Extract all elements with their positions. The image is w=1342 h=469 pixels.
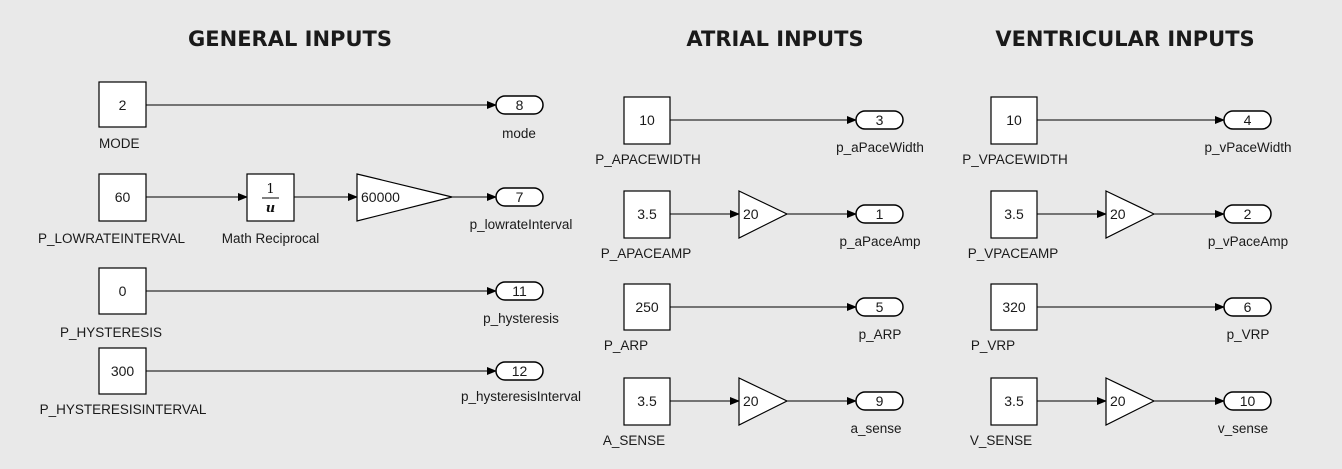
constant-block-hysteresis-interval[interactable]: 300 bbox=[98, 347, 147, 395]
constant-block-vrp[interactable]: 320 bbox=[990, 283, 1038, 331]
constant-value: 300 bbox=[111, 363, 135, 379]
reciprocal-numerator: 1 bbox=[266, 182, 274, 197]
outport-number: 9 bbox=[876, 393, 884, 409]
constant-value: 250 bbox=[635, 299, 659, 315]
constant-block-apacewidth[interactable]: 10 bbox=[623, 96, 671, 145]
constant-label-apaceamp: P_APACEAMP bbox=[601, 246, 692, 261]
outport-label-vpaceamp: p_vPaceAmp bbox=[1208, 234, 1288, 249]
outport-number: 1 bbox=[876, 206, 884, 222]
constant-label-hysteresis: P_HYSTERESIS bbox=[60, 325, 162, 340]
constant-label-lowrate: P_LOWRATEINTERVAL bbox=[38, 231, 186, 246]
section-title-atrial: ATRIAL INPUTS bbox=[686, 27, 863, 51]
outport-label-arp: p_ARP bbox=[859, 327, 902, 342]
outport-arp[interactable]: 5 bbox=[855, 297, 904, 317]
outport-apacewidth[interactable]: 3 bbox=[855, 110, 904, 130]
outport-apaceamp[interactable]: 1 bbox=[855, 204, 904, 224]
constant-value: 0 bbox=[119, 283, 127, 299]
gain-block-lowrate[interactable]: 60000 bbox=[356, 173, 453, 222]
gain-value: 20 bbox=[743, 206, 759, 222]
outport-vpacewidth[interactable]: 4 bbox=[1223, 110, 1272, 130]
constant-label-mode: MODE bbox=[99, 136, 140, 151]
constant-value: 3.5 bbox=[637, 206, 657, 222]
constant-value: 320 bbox=[1002, 299, 1026, 315]
constant-value: 3.5 bbox=[637, 393, 657, 409]
outport-number: 8 bbox=[516, 97, 524, 113]
outport-label-apaceamp: p_aPaceAmp bbox=[839, 234, 920, 249]
constant-label-vsense: V_SENSE bbox=[970, 433, 1032, 448]
gain-block-asense[interactable]: 20 bbox=[738, 377, 789, 426]
outport-label-vsense: v_sense bbox=[1218, 421, 1268, 436]
outport-number: 2 bbox=[1244, 206, 1252, 222]
gain-block-vpaceamp[interactable]: 20 bbox=[1105, 190, 1156, 239]
gain-block-vsense[interactable]: 20 bbox=[1105, 377, 1156, 426]
constant-value: 3.5 bbox=[1004, 393, 1024, 409]
constant-value: 10 bbox=[639, 112, 655, 128]
gain-value: 60000 bbox=[361, 189, 400, 205]
outport-hysteresis[interactable]: 11 bbox=[495, 281, 544, 301]
outport-number: 5 bbox=[876, 299, 884, 315]
constant-label-asense: A_SENSE bbox=[603, 433, 665, 448]
outport-label-asense: a_sense bbox=[850, 421, 901, 436]
constant-label-arp: P_ARP bbox=[604, 338, 648, 353]
outport-label-vrp: p_VRP bbox=[1227, 327, 1270, 342]
constant-value: 2 bbox=[119, 97, 127, 113]
math-reciprocal-block[interactable]: 1 u bbox=[246, 173, 295, 222]
constant-label-vrp: P_VRP bbox=[971, 338, 1015, 353]
constant-value: 3.5 bbox=[1004, 206, 1024, 222]
outport-asense[interactable]: 9 bbox=[855, 391, 904, 411]
constant-block-asense[interactable]: 3.5 bbox=[623, 377, 671, 426]
constant-block-lowrate[interactable]: 60 bbox=[98, 173, 147, 222]
outport-label-vpacewidth: p_vPaceWidth bbox=[1204, 140, 1291, 155]
constant-label-vpacewidth: P_VPACEWIDTH bbox=[962, 152, 1068, 167]
outport-number: 7 bbox=[516, 189, 524, 205]
outport-number: 6 bbox=[1244, 299, 1252, 315]
constant-label-apacewidth: P_APACEWIDTH bbox=[595, 152, 701, 167]
outport-hysteresis-interval[interactable]: 12 bbox=[495, 361, 544, 381]
constant-value: 60 bbox=[115, 189, 131, 205]
outport-label-lowrate: p_lowrateInterval bbox=[470, 217, 573, 232]
outport-number: 4 bbox=[1244, 112, 1252, 128]
constant-label-vpaceamp: P_VPACEAMP bbox=[968, 246, 1059, 261]
gain-value: 20 bbox=[743, 393, 759, 409]
gain-value: 20 bbox=[1110, 393, 1126, 409]
outport-label-mode: mode bbox=[502, 126, 536, 141]
constant-block-hysteresis[interactable]: 0 bbox=[98, 267, 147, 315]
outport-vsense[interactable]: 10 bbox=[1223, 391, 1272, 411]
constant-block-vpaceamp[interactable]: 3.5 bbox=[990, 190, 1038, 239]
gain-block-apaceamp[interactable]: 20 bbox=[738, 190, 789, 239]
outport-mode[interactable]: 8 bbox=[495, 95, 544, 115]
outport-label-hysteresis: p_hysteresis bbox=[483, 311, 559, 326]
constant-value: 10 bbox=[1006, 112, 1022, 128]
outport-number: 3 bbox=[876, 112, 884, 128]
outport-label-hysteresis-interval: p_hysteresisInterval bbox=[461, 389, 581, 404]
constant-block-vsense[interactable]: 3.5 bbox=[990, 377, 1038, 426]
constant-block-apaceamp[interactable]: 3.5 bbox=[623, 190, 671, 239]
constant-label-hysteresis-interval: P_HYSTERESISINTERVAL bbox=[40, 402, 207, 417]
outport-vpaceamp[interactable]: 2 bbox=[1223, 204, 1272, 224]
outport-lowrate[interactable]: 7 bbox=[495, 187, 544, 207]
outport-vrp[interactable]: 6 bbox=[1223, 297, 1272, 317]
reciprocal-denominator: u bbox=[266, 201, 275, 216]
reciprocal-label: Math Reciprocal bbox=[222, 231, 320, 246]
outport-number: 10 bbox=[1240, 393, 1256, 409]
constant-block-vpacewidth[interactable]: 10 bbox=[990, 96, 1038, 145]
constant-block-arp[interactable]: 250 bbox=[623, 283, 671, 331]
constant-block-mode[interactable]: 2 bbox=[98, 81, 147, 128]
outport-number: 12 bbox=[512, 363, 528, 379]
outport-label-apacewidth: p_aPaceWidth bbox=[836, 140, 924, 155]
outport-number: 11 bbox=[512, 283, 527, 299]
gain-value: 20 bbox=[1110, 206, 1126, 222]
section-title-ventricular: VENTRICULAR INPUTS bbox=[995, 27, 1254, 51]
section-title-general: GENERAL INPUTS bbox=[188, 27, 392, 51]
